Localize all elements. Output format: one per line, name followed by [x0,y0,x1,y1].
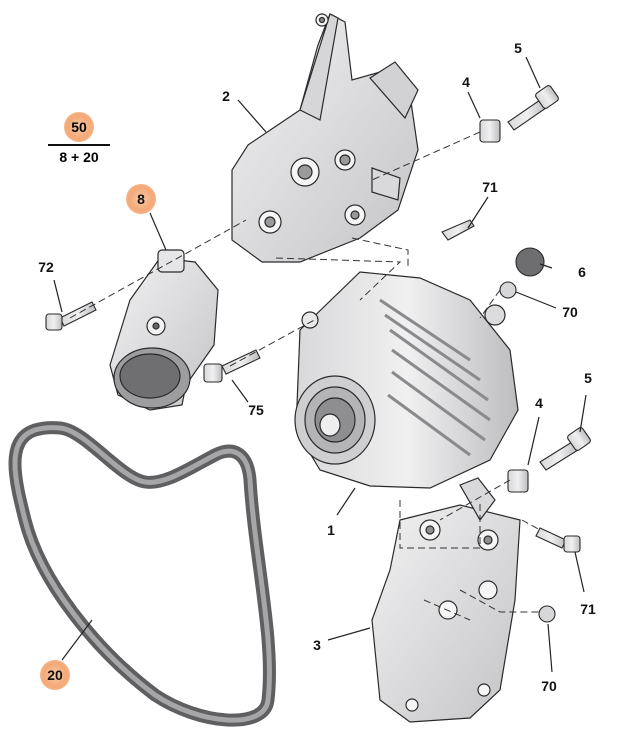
leader-lines [53,56,587,673]
part-4-spacer-lower [507,469,529,493]
part-71-screw-upper [441,219,475,241]
callout-72[interactable]: 72 [38,259,54,275]
part-3-lower-support [371,477,521,723]
part-20-belt [8,421,276,727]
callout-1[interactable]: 1 [327,522,335,538]
part-5-screw-lower [539,441,579,471]
kit-number: 50 [64,112,94,142]
callout-70-upper[interactable]: 70 [562,304,578,320]
kit-callout: 50 8 + 20 [48,112,110,165]
callout-3[interactable]: 3 [313,637,321,653]
callout-71-upper[interactable]: 71 [482,179,498,195]
part-72-screw [59,301,97,327]
part-4-spacer-upper [479,119,501,143]
kit-divider [48,144,110,146]
part-2-bracket [231,13,419,263]
callout-4-upper[interactable]: 4 [462,74,470,90]
part-8-tensioner [109,249,219,411]
part-1-alternator [294,271,519,489]
part-70-nut-upper [499,281,517,299]
callout-6[interactable]: 6 [578,264,586,280]
callout-71-lower[interactable]: 71 [580,601,596,617]
part-71-screw-lower [535,527,567,549]
callout-20[interactable]: 20 [40,660,70,690]
callout-5-lower[interactable]: 5 [584,370,592,386]
part-6-cap [515,247,545,277]
part-70-nut-lower [538,605,556,623]
callout-8[interactable]: 8 [126,184,156,214]
hardware [45,85,591,623]
callout-5-upper[interactable]: 5 [514,40,522,56]
callout-2[interactable]: 2 [222,88,230,104]
kit-contents: 8 + 20 [59,149,99,165]
part-5-screw-upper [507,99,547,131]
part-75-screw [221,349,261,375]
callout-75[interactable]: 75 [248,402,264,418]
assembly-lines [69,131,541,621]
callout-70-lower[interactable]: 70 [541,678,557,694]
callout-4-lower[interactable]: 4 [535,395,543,411]
